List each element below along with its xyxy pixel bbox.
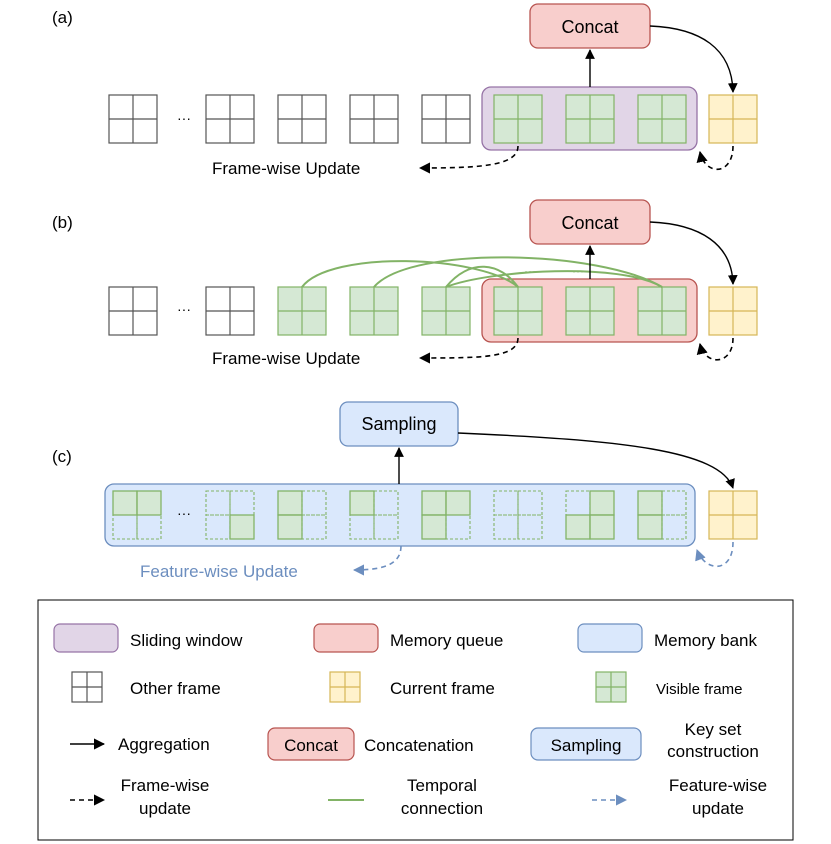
legend-aggregation-label: Aggregation: [118, 735, 210, 754]
legend-key-set-label-2: construction: [667, 742, 759, 761]
concat-label: Concat: [561, 213, 618, 233]
legend-sampling-box: [530, 727, 642, 761]
legend: Sliding window Memory queue Memory bank …: [37, 599, 794, 841]
ellipsis: ···: [177, 505, 191, 521]
temporal-dots: ···: [524, 264, 536, 278]
legend-memory-queue-label: Memory queue: [390, 631, 503, 650]
legend-frame-wise-update-label-2: update: [139, 799, 191, 818]
legend-concat-box-label: Concat: [284, 736, 338, 755]
temporal-dots: ···: [572, 264, 584, 278]
current-to-queue-arrow: [696, 337, 734, 361]
legend-temporal-connection-label-2: connection: [401, 799, 483, 818]
legend-temporal-connection-label-1: Temporal: [407, 776, 477, 795]
visible-frame-5: [565, 286, 615, 336]
other-frame-5: [421, 94, 471, 144]
legend-concatenation-label: Concatenation: [364, 736, 474, 755]
panel-a-label: (a): [52, 8, 73, 27]
visible-frame-2: [565, 94, 615, 144]
sampling-to-current-arrow: [457, 432, 735, 489]
legend-visible-frame-swatch: [595, 671, 627, 703]
current-frame: [708, 94, 758, 144]
partial-frame-1: [112, 490, 162, 540]
legend-memory-bank-swatch: [577, 623, 643, 653]
temporal-connection: [445, 270, 663, 288]
legend-sliding-window-swatch: [53, 623, 119, 653]
ellipsis: ···: [177, 110, 191, 126]
legend-visible-frame-label: Visible frame: [656, 681, 742, 698]
other-frame-1: [108, 94, 158, 144]
legend-other-frame-label: Other frame: [130, 679, 221, 698]
legend-concat-box: [267, 727, 355, 761]
current-frame: [708, 286, 758, 336]
current-to-bank-arrow: [695, 541, 734, 568]
feature-wise-update-label: Feature-wise Update: [140, 562, 298, 581]
legend-feature-wise-update-label-1: Feature-wise: [669, 776, 767, 795]
partial-frame-6: [493, 490, 543, 540]
partial-frame-7: [565, 490, 615, 540]
ellipsis: ···: [177, 301, 191, 317]
partial-frame-2: [205, 490, 255, 540]
other-frame-2: [205, 286, 255, 336]
temporal-connections: [301, 256, 663, 288]
visible-frame-3: [637, 94, 687, 144]
legend-memory-queue-swatch: [313, 623, 379, 653]
current-to-window-arrow: [696, 145, 734, 171]
frame-wise-update-label: Frame-wise Update: [212, 159, 360, 178]
panel-a: (a) ··· Concat Frame-wise Update: [52, 3, 758, 178]
legend-sampling-box-label: Sampling: [551, 736, 622, 755]
visible-frame-1: [277, 286, 327, 336]
sampling-label: Sampling: [361, 414, 436, 434]
partial-frame-3: [277, 490, 327, 540]
visible-frame-3: [421, 286, 471, 336]
sampling-box: [339, 401, 459, 447]
concat-label: Concat: [561, 17, 618, 37]
temporal-connection: [373, 256, 663, 288]
visible-frame-1: [493, 94, 543, 144]
legend-sliding-window-label: Sliding window: [130, 631, 243, 650]
panel-c: (c) ··· Sampling Feature-wise Update: [52, 401, 758, 581]
legend-current-frame-swatch: [329, 671, 361, 703]
temporal-connection: [445, 265, 519, 288]
panel-b: (b) ··· ··· ··· Concat Frame-wise Update: [52, 199, 758, 368]
current-frame: [708, 490, 758, 540]
other-frame-2: [205, 94, 255, 144]
legend-frame: [37, 599, 794, 841]
legend-frame-wise-update-label-1: Frame-wise: [121, 776, 210, 795]
visible-frame-6: [637, 286, 687, 336]
visible-frame-4: [493, 286, 543, 336]
frame-wise-update-label: Frame-wise Update: [212, 349, 360, 368]
legend-memory-bank-label: Memory bank: [654, 631, 757, 650]
panel-c-label: (c): [52, 447, 72, 466]
other-frame-3: [277, 94, 327, 144]
legend-other-frame-swatch: [71, 671, 103, 703]
concat-to-current-arrow: [649, 221, 738, 285]
concat-to-current-arrow: [649, 25, 738, 93]
panel-b-label: (b): [52, 213, 73, 232]
partial-frame-5: [421, 490, 471, 540]
legend-feature-wise-update-label-2: update: [692, 799, 744, 818]
legend-key-set-label-1: Key set: [685, 720, 742, 739]
other-frame-4: [349, 94, 399, 144]
visible-frame-2: [349, 286, 399, 336]
partial-frame-4: [349, 490, 399, 540]
partial-frame-8: [637, 490, 687, 540]
feature-wise-update-arrow: [352, 545, 402, 576]
legend-current-frame-label: Current frame: [390, 679, 495, 698]
other-frame-1: [108, 286, 158, 336]
